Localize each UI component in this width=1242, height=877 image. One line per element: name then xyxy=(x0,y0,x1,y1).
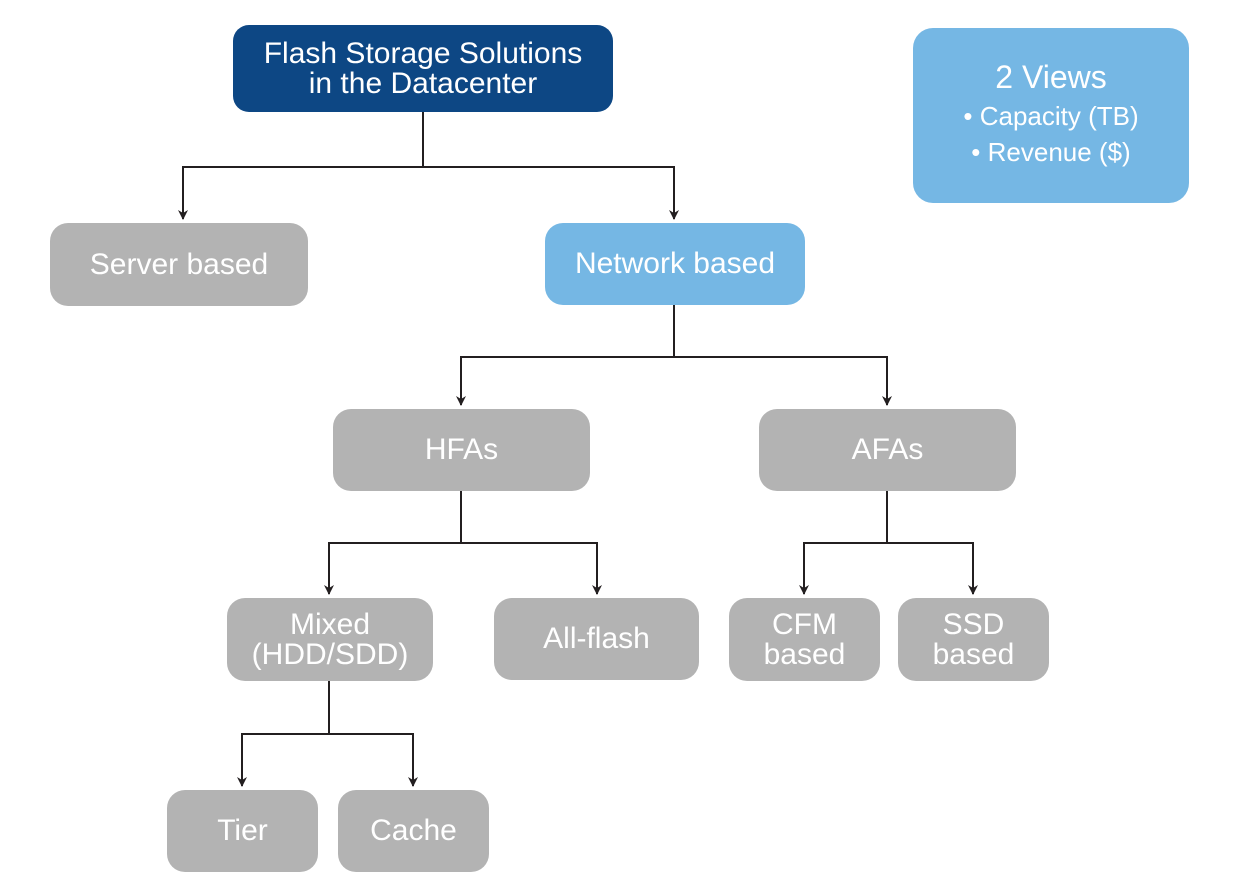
root-node-flash-storage: Flash Storage Solutions in the Datacente… xyxy=(233,25,613,112)
node-ssd-line2: based xyxy=(932,637,1015,671)
node-hfas-label: HFAs xyxy=(424,433,499,466)
node-afas-label: AFAs xyxy=(851,433,924,466)
connector-mixed-to-cache xyxy=(329,733,418,787)
views-info-box: 2 Views • Capacity (TB) • Revenue ($) xyxy=(913,28,1189,203)
views-item-capacity: • Capacity (TB) xyxy=(963,101,1139,132)
connector-afas-to-cfm xyxy=(799,491,888,595)
views-title: 2 Views xyxy=(995,59,1107,96)
connector-afas-to-ssd xyxy=(887,542,978,595)
node-tier-label: Tier xyxy=(217,814,268,847)
connector-hfas-to-allflash xyxy=(461,542,602,595)
root-node-line1: Flash Storage Solutions xyxy=(263,36,583,70)
node-afas: AFAs xyxy=(759,409,1016,491)
root-node-line2: in the Datacenter xyxy=(308,66,538,100)
connector-root-to-server xyxy=(178,112,424,220)
connector-hfas-to-mixed xyxy=(324,491,462,595)
node-cfm-line2: based xyxy=(763,637,846,671)
node-server-based: Server based xyxy=(50,223,308,306)
node-tier: Tier xyxy=(167,790,318,872)
node-all-flash: All-flash xyxy=(494,598,699,680)
node-mixed-hdd-sdd: Mixed (HDD/SDD) xyxy=(227,598,433,681)
node-mixed-line2: (HDD/SDD) xyxy=(251,637,409,671)
node-server-based-label: Server based xyxy=(89,247,269,281)
node-mixed-line1: Mixed xyxy=(289,607,371,641)
node-cache-label: Cache xyxy=(370,814,457,847)
node-ssd-line1: SSD xyxy=(942,607,1005,641)
node-hfas: HFAs xyxy=(333,409,590,491)
connector-network-to-afas xyxy=(674,356,892,406)
connector-network-to-hfas xyxy=(456,305,675,406)
node-ssd-based: SSD based xyxy=(898,598,1049,681)
node-all-flash-label: All-flash xyxy=(543,622,650,655)
node-network-based-label: Network based xyxy=(574,247,776,280)
node-network-based: Network based xyxy=(545,223,805,305)
views-item-revenue: • Revenue ($) xyxy=(971,136,1131,167)
connector-root-to-network xyxy=(423,166,679,220)
node-cfm-based: CFM based xyxy=(729,598,880,681)
node-cfm-line1: CFM xyxy=(772,607,837,641)
connector-mixed-to-tier xyxy=(237,681,330,787)
node-cache: Cache xyxy=(338,790,489,872)
